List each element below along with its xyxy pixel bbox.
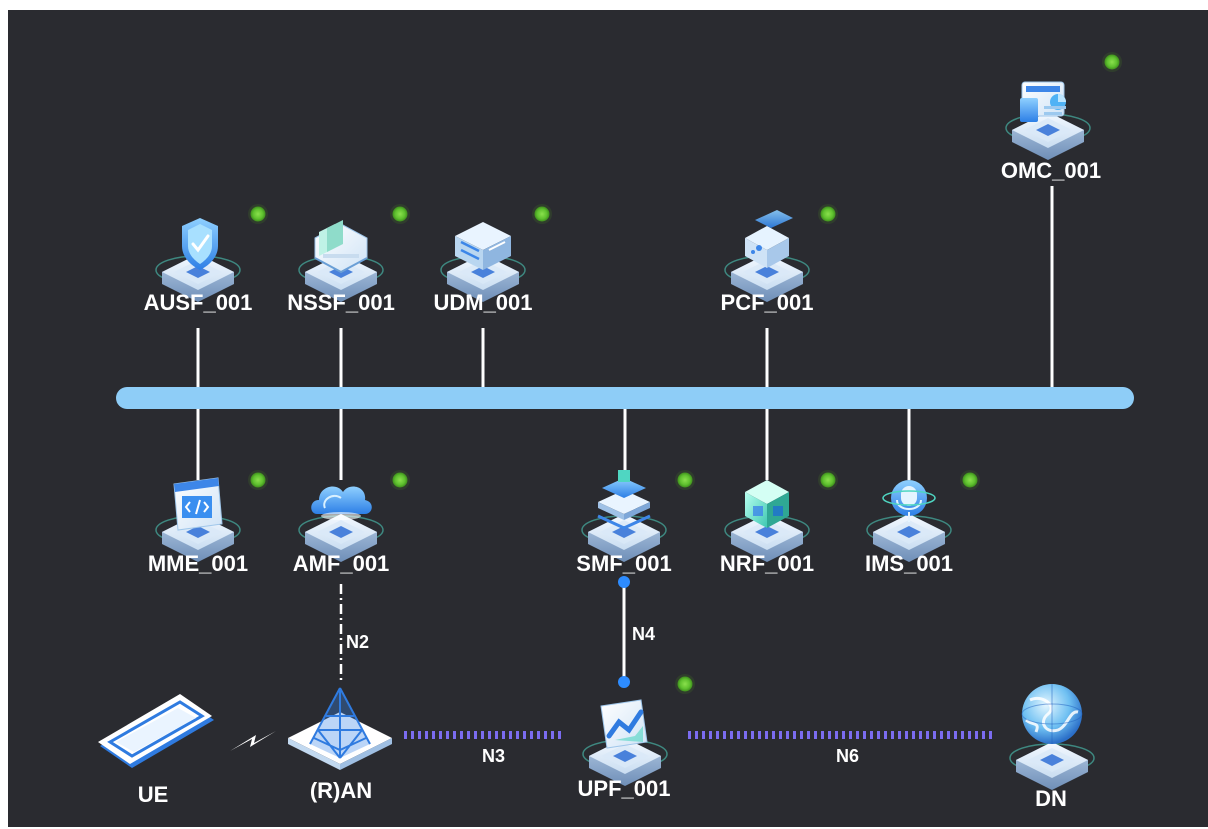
policy-box-icon <box>724 210 810 303</box>
node-label: OMC_001 <box>1001 158 1101 183</box>
node-label: (R)AN <box>310 778 372 803</box>
status-indicator <box>818 204 838 224</box>
server-rack-icon <box>440 222 526 303</box>
service-bus <box>116 387 1134 409</box>
link-n3-label: N3 <box>482 746 505 766</box>
topology-canvas: N2 N4 N3 N6 OMC_001 AUSF <box>8 10 1208 827</box>
node-nssf[interactable]: NSSF_001 <box>287 204 410 315</box>
connection-lines <box>196 186 1054 480</box>
status-indicator <box>675 470 695 490</box>
node-ausf[interactable]: AUSF_001 <box>144 204 268 315</box>
topology-diagram: N2 N4 N3 N6 OMC_001 AUSF <box>98 52 1134 811</box>
node-label: MME_001 <box>148 551 248 576</box>
node-omc[interactable]: OMC_001 <box>1001 52 1122 183</box>
node-label: SMF_001 <box>576 551 671 576</box>
node-label: PCF_001 <box>721 290 814 315</box>
node-label: NSSF_001 <box>287 290 395 315</box>
folder-stack-icon <box>298 220 384 303</box>
n4-endpoint-bottom <box>618 676 630 688</box>
code-window-icon <box>155 477 241 563</box>
node-ue[interactable]: UE <box>98 694 214 807</box>
node-pcf[interactable]: PCF_001 <box>721 204 838 315</box>
status-indicator <box>390 204 410 224</box>
status-indicator <box>248 470 268 490</box>
node-label: AMF_001 <box>293 551 390 576</box>
node-ran[interactable]: (R)AN <box>288 687 392 803</box>
link-n2-label: N2 <box>346 632 369 652</box>
node-label: AUSF_001 <box>144 290 253 315</box>
node-nrf[interactable]: NRF_001 <box>720 470 838 576</box>
shield-check-icon <box>155 218 241 303</box>
cloud-icon <box>298 486 384 563</box>
status-indicator <box>675 674 695 694</box>
cube-icon <box>724 480 810 563</box>
status-indicator <box>818 470 838 490</box>
node-label: IMS_001 <box>865 551 953 576</box>
node-udm[interactable]: UDM_001 <box>433 204 552 315</box>
node-label: DN <box>1035 786 1067 811</box>
status-indicator <box>248 204 268 224</box>
chart-monitor-icon <box>582 699 668 787</box>
node-dn[interactable]: DN <box>1009 684 1095 811</box>
microphone-globe-icon <box>866 480 952 563</box>
wireless-link-icon <box>230 731 276 751</box>
node-label: UPF_001 <box>578 776 671 801</box>
node-label: UE <box>138 782 169 807</box>
n4-endpoint-top <box>618 576 630 588</box>
node-amf[interactable]: AMF_001 <box>293 470 410 576</box>
layered-stack-icon <box>581 470 667 563</box>
status-indicator <box>960 470 980 490</box>
status-indicator <box>532 204 552 224</box>
link-n6-label: N6 <box>836 746 859 766</box>
node-label: NRF_001 <box>720 551 814 576</box>
node-mme[interactable]: MME_001 <box>148 470 268 576</box>
link-n4-label: N4 <box>632 624 655 644</box>
globe-icon <box>1009 684 1095 791</box>
status-indicator <box>390 470 410 490</box>
node-smf[interactable]: SMF_001 <box>576 470 695 576</box>
status-indicator <box>1102 52 1122 72</box>
cell-tower-icon <box>288 687 392 770</box>
node-upf[interactable]: UPF_001 <box>578 674 695 801</box>
node-ims[interactable]: IMS_001 <box>865 470 980 576</box>
phone-icon <box>98 694 214 768</box>
node-label: UDM_001 <box>433 290 532 315</box>
server-dashboard-icon <box>1005 81 1091 161</box>
